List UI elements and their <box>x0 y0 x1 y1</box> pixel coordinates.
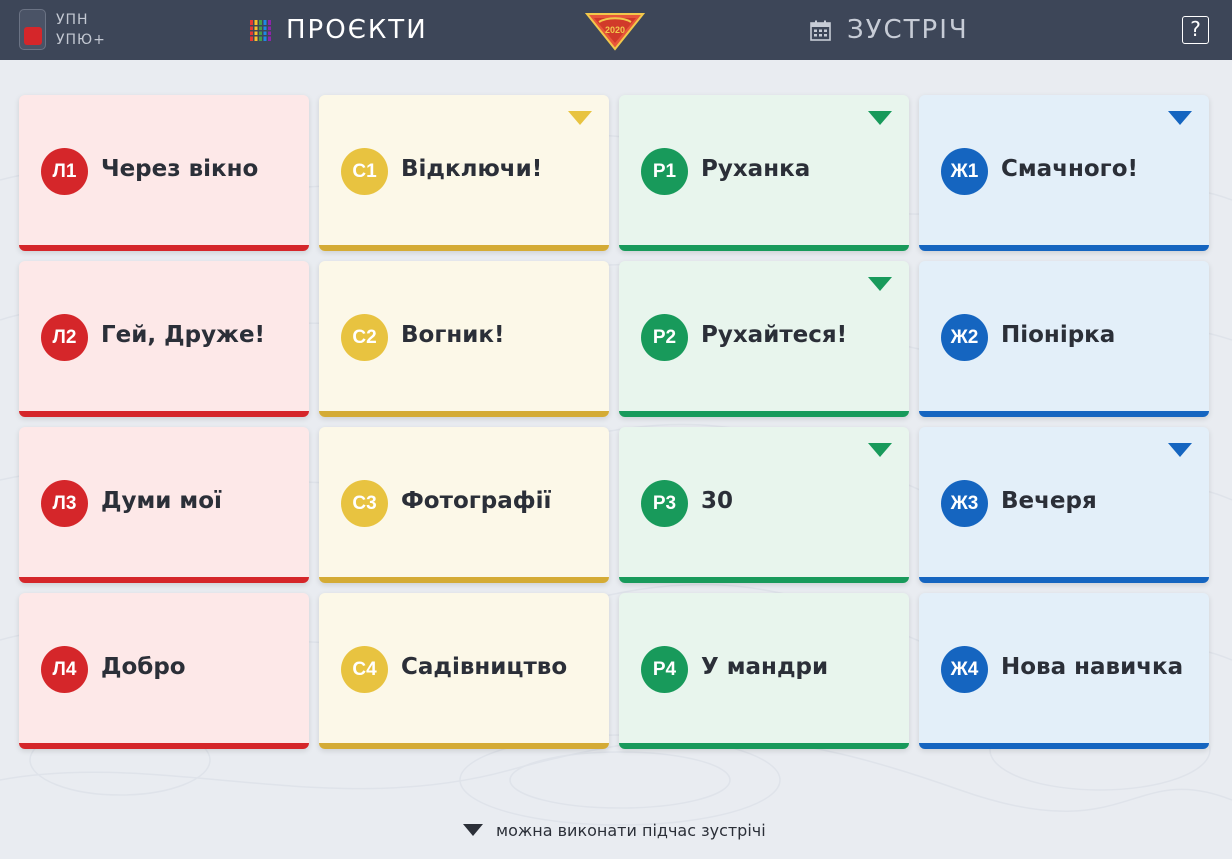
project-code-badge: Ж4 <box>941 646 988 693</box>
project-title: Добро <box>101 654 186 680</box>
project-title: Гей, Друже! <box>101 322 266 348</box>
project-card[interactable]: Л3 Думи мої <box>19 427 309 583</box>
help-button[interactable]: ? <box>1182 16 1209 44</box>
nav-meeting-label: ЗУСТРІЧ <box>847 15 969 45</box>
mode-label-upn: УПН <box>56 12 89 28</box>
project-title: Через вікно <box>101 156 259 182</box>
project-card[interactable]: С4 Садівництво <box>319 593 609 749</box>
mode-toggle[interactable] <box>19 9 46 50</box>
project-title: Нова навичка <box>1001 654 1184 680</box>
card-accent-bar <box>19 245 309 251</box>
project-card[interactable]: С1 Відключи! <box>319 95 609 251</box>
project-title: Відключи! <box>401 156 543 182</box>
card-accent-bar <box>319 577 609 583</box>
project-card[interactable]: С2 Вогник! <box>319 261 609 417</box>
card-accent-bar <box>319 245 609 251</box>
project-code-badge: Ж1 <box>941 148 988 195</box>
project-title: Вечеря <box>1001 488 1097 514</box>
card-accent-bar <box>19 577 309 583</box>
card-accent-bar <box>919 577 1209 583</box>
triangle-down-icon <box>463 824 483 836</box>
project-title: Фотографії <box>401 488 552 514</box>
project-title: Рухайтеся! <box>701 322 848 348</box>
project-title: Думи мої <box>101 488 222 514</box>
project-card[interactable]: Р1 Руханка <box>619 95 909 251</box>
project-code-badge: Р4 <box>641 646 688 693</box>
project-card[interactable]: С3 Фотографії <box>319 427 609 583</box>
project-card[interactable]: Ж4 Нова навичка <box>919 593 1209 749</box>
project-title: 30 <box>701 488 734 514</box>
triangle-down-icon <box>568 111 592 125</box>
project-code-badge: Р1 <box>641 148 688 195</box>
card-accent-bar <box>919 411 1209 417</box>
nav-projects-label: ПРОЄКТИ <box>286 15 428 45</box>
project-code-badge: С1 <box>341 148 388 195</box>
project-card[interactable]: Ж3 Вечеря <box>919 427 1209 583</box>
project-card[interactable]: Р4 У мандри <box>619 593 909 749</box>
project-card[interactable]: Л1 Через вікно <box>19 95 309 251</box>
card-accent-bar <box>619 743 909 749</box>
card-accent-bar <box>919 743 1209 749</box>
project-card[interactable]: Л4 Добро <box>19 593 309 749</box>
project-code-badge: Ж2 <box>941 314 988 361</box>
mode-labels: УПН УПЮ+ <box>56 10 106 50</box>
nav-meeting[interactable]: ЗУСТРІЧ <box>810 14 969 46</box>
triangle-down-icon <box>868 111 892 125</box>
project-code-badge: Ж3 <box>941 480 988 527</box>
project-title: Руханка <box>701 156 811 182</box>
card-accent-bar <box>919 245 1209 251</box>
logo-year: 2020 <box>605 25 625 35</box>
triangle-down-icon <box>868 277 892 291</box>
triangle-down-icon <box>1168 443 1192 457</box>
project-title: У мандри <box>701 654 829 680</box>
project-code-badge: Л4 <box>41 646 88 693</box>
card-accent-bar <box>619 577 909 583</box>
card-accent-bar <box>619 411 909 417</box>
toggle-knob[interactable] <box>24 27 42 45</box>
card-accent-bar <box>19 411 309 417</box>
mode-label-upyu: УПЮ+ <box>56 32 106 48</box>
project-title: Садівництво <box>401 654 568 680</box>
project-code-badge: С2 <box>341 314 388 361</box>
card-accent-bar <box>619 245 909 251</box>
logo[interactable]: 2020 <box>585 11 645 51</box>
legend-text: можна виконати підчас зустрічі <box>496 820 766 840</box>
project-card[interactable]: Р2 Рухайтеся! <box>619 261 909 417</box>
card-accent-bar <box>319 411 609 417</box>
project-code-badge: Л1 <box>41 148 88 195</box>
project-code-badge: С4 <box>341 646 388 693</box>
project-title: Смачного! <box>1001 156 1138 182</box>
project-code-badge: Р2 <box>641 314 688 361</box>
project-code-badge: Л3 <box>41 480 88 527</box>
triangle-down-icon <box>868 443 892 457</box>
card-accent-bar <box>19 743 309 749</box>
triangle-down-icon <box>1168 111 1192 125</box>
project-code-badge: Р3 <box>641 480 688 527</box>
card-accent-bar <box>319 743 609 749</box>
project-card[interactable]: Ж2 Піонірка <box>919 261 1209 417</box>
grid-icon <box>250 19 271 41</box>
nav-projects[interactable]: ПРОЄКТИ <box>250 14 428 46</box>
project-title: Піонірка <box>1001 322 1116 348</box>
project-card[interactable]: Л2 Гей, Друже! <box>19 261 309 417</box>
legend: можна виконати підчас зустрічі <box>462 818 766 842</box>
project-card[interactable]: Р3 30 <box>619 427 909 583</box>
project-card[interactable]: Ж1 Смачного! <box>919 95 1209 251</box>
project-code-badge: С3 <box>341 480 388 527</box>
top-bar: УПН УПЮ+ ПРОЄКТИ 2020 <box>0 0 1232 60</box>
project-code-badge: Л2 <box>41 314 88 361</box>
calendar-icon <box>810 20 831 41</box>
project-title: Вогник! <box>401 322 505 348</box>
